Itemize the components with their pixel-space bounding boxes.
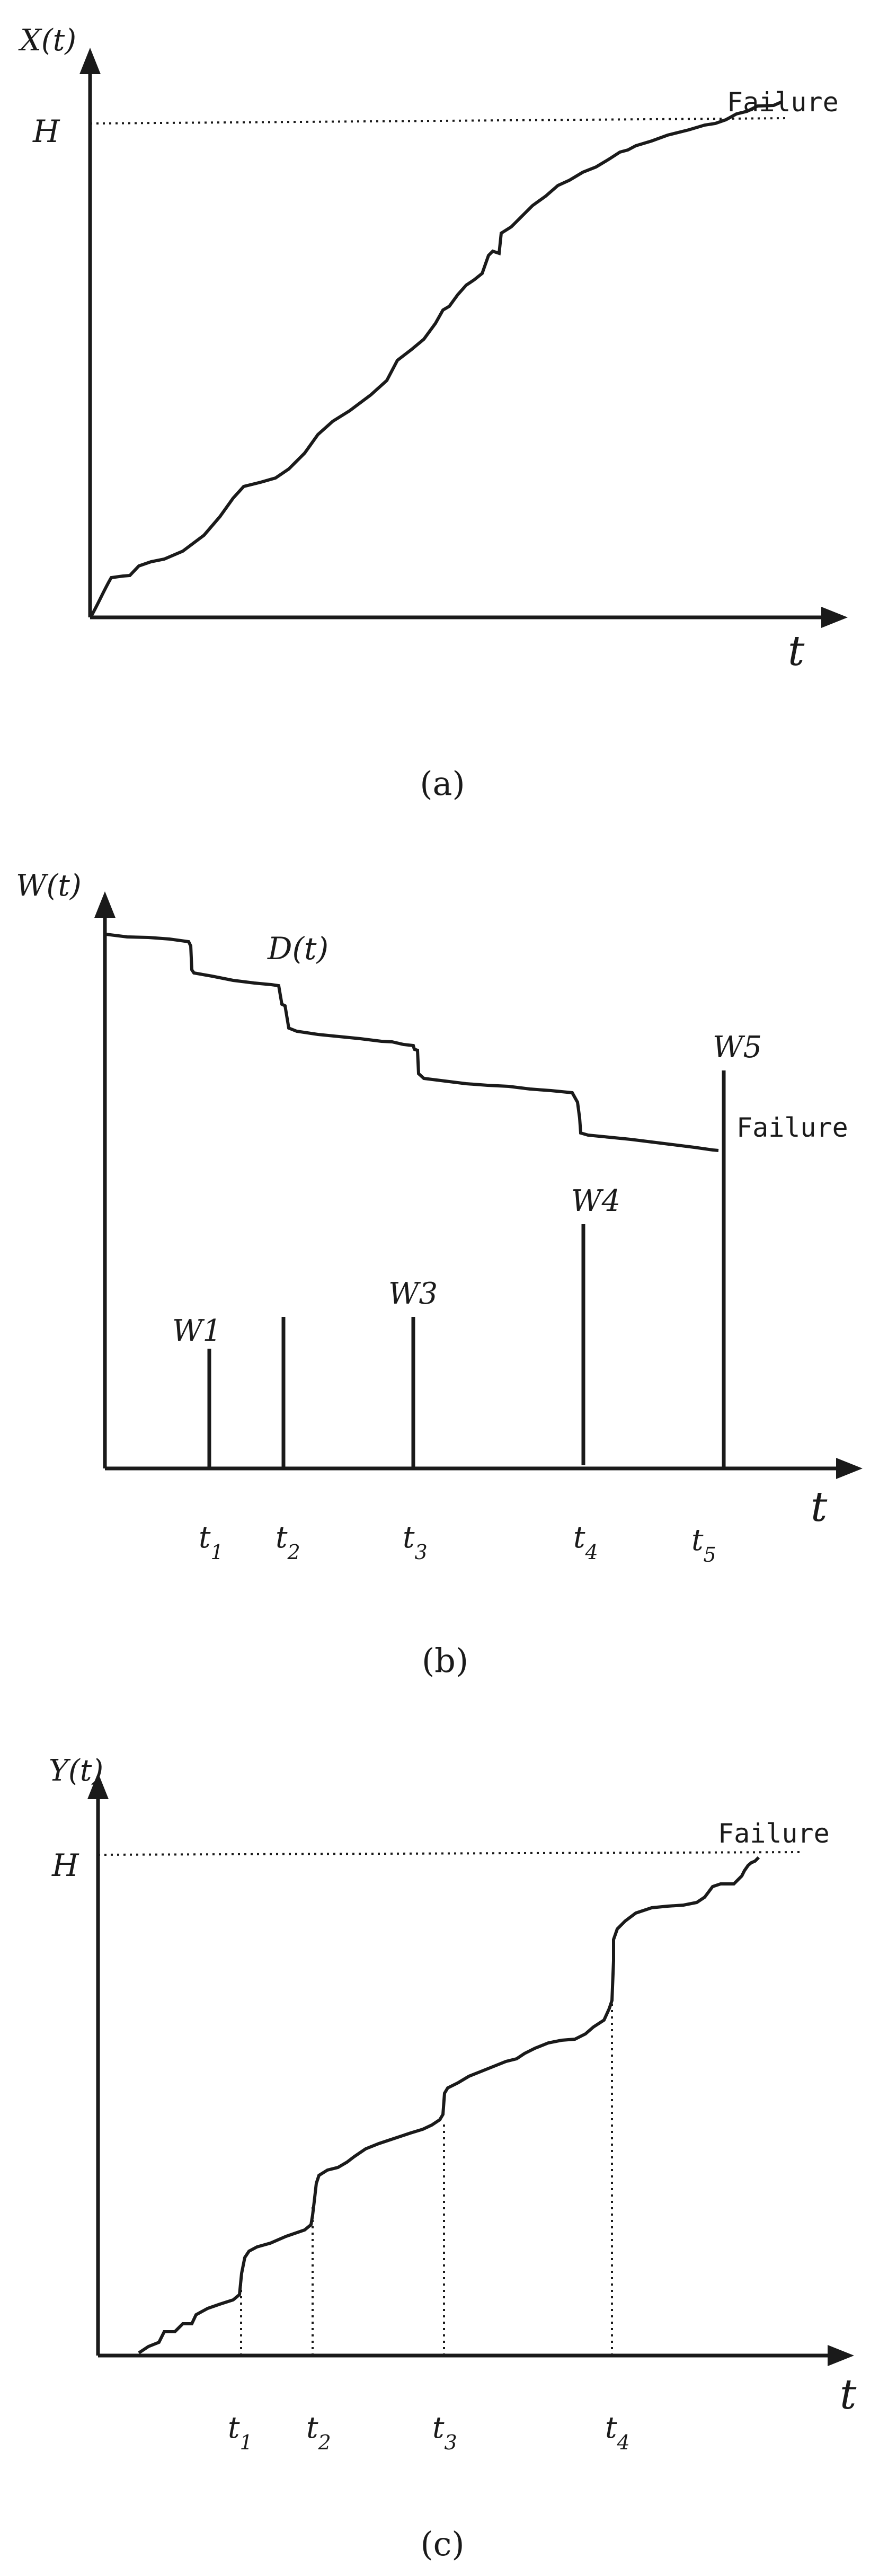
panel-c-failure-label: Failure — [718, 1818, 830, 1849]
panel-b-w5-label: W5 — [713, 1030, 762, 1065]
panel-a-x-arrowhead — [821, 607, 848, 628]
panel-b-tick-label-t1: t1 — [199, 1520, 224, 1564]
panel-a-threshold-line — [90, 117, 790, 125]
panel-b-x-arrowhead — [836, 1458, 863, 1479]
panel-c-caption: (c) — [420, 2525, 464, 2563]
panel-b-w1-label: W1 — [172, 1314, 221, 1348]
panel-c-degradation-path — [138, 1856, 760, 2354]
panel-b-y-arrowhead — [94, 891, 116, 918]
panel-b-d-label: D(t) — [267, 931, 328, 967]
panel-a-caption: (a) — [420, 764, 465, 803]
panel-c-t-label: t — [840, 2371, 857, 2419]
panel-c-y-label: Y(t) — [49, 1754, 103, 1788]
panel-b-threshold-path — [105, 933, 719, 1152]
panel-a: X(t) H Failure t — [18, 23, 848, 675]
panel-c-x-arrowhead — [828, 2345, 854, 2366]
panel-a-h-label: H — [32, 113, 60, 149]
panel-a-failure-label: Failure — [727, 87, 839, 118]
panel-a-y-arrowhead — [79, 48, 101, 74]
panel-b-w3-label: W3 — [388, 1277, 438, 1311]
panel-c-tick-label-t4: t4 — [605, 2411, 630, 2454]
panel-b-tick-label-t5: t5 — [691, 1523, 716, 1566]
panel-b-t-label: t — [811, 1483, 828, 1531]
panel-b: W(t) D(t) W1 W3 W4 W5 Failure t t1 t2 t3… — [16, 869, 863, 1566]
panel-b-tick-label-t2: t2 — [276, 1520, 300, 1564]
panel-c-y-arrowhead — [87, 1773, 109, 1799]
panel-c: Y(t) H Failure t t1 t2 t3 t4 — [49, 1754, 857, 2454]
panel-b-w4-label: W4 — [571, 1184, 620, 1218]
panel-c-tick-label-t1: t1 — [228, 2411, 253, 2454]
panel-b-caption: (b) — [422, 1641, 468, 1680]
panel-c-h-label: H — [51, 1847, 79, 1883]
panel-a-y-label: X(t) — [18, 23, 76, 58]
panel-b-y-label: W(t) — [16, 869, 82, 903]
panel-b-tick-label-t4: t4 — [573, 1520, 598, 1564]
panel-b-failure-label: Failure — [736, 1112, 848, 1143]
panel-a-t-label: t — [788, 627, 805, 675]
panel-c-threshold-line — [97, 1851, 801, 1856]
panel-c-tick-label-t2: t2 — [306, 2411, 331, 2454]
panel-c-tick-label-t3: t3 — [432, 2411, 457, 2454]
panel-b-tick-label-t3: t3 — [403, 1520, 428, 1564]
panel-a-degradation-path — [90, 100, 783, 617]
